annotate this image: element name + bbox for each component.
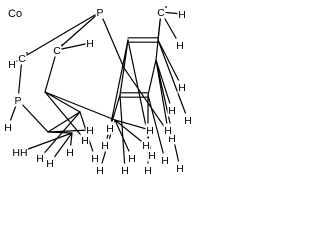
atom-label-h24: H — [160, 153, 170, 167]
atom-label-h27: H — [163, 123, 173, 137]
single-bond-line — [17, 99, 49, 133]
atom-label-h19: H — [167, 103, 177, 117]
atom-symbol: H — [101, 140, 109, 152]
atom-symbol: H — [144, 165, 152, 177]
radical-dot — [26, 52, 28, 54]
single-bond-line — [147, 94, 166, 161]
atom-symbol: H — [8, 59, 16, 71]
atom-symbol: HH — [12, 147, 27, 159]
single-bond-line — [155, 59, 169, 131]
atom-label-c1: C — [17, 51, 28, 65]
single-bond-line — [39, 111, 81, 159]
atom-symbol: H — [91, 153, 99, 165]
atom-symbol: H — [164, 125, 172, 137]
atom-symbol: H — [168, 105, 176, 117]
atom-label-h8: H — [65, 145, 75, 159]
single-bond-line — [21, 11, 101, 59]
atom-symbol: H — [146, 125, 154, 137]
radical-dot — [61, 44, 63, 46]
atom-label-h21: H — [177, 80, 187, 94]
atom-label-h16: H — [167, 131, 177, 145]
atom-label-h18: H — [143, 163, 153, 177]
atom-symbol: H — [86, 38, 94, 50]
atom-symbol: H — [176, 163, 184, 175]
single-bond-line — [119, 67, 125, 96]
single-bond-line — [44, 91, 116, 121]
atom-symbol: H — [36, 153, 44, 165]
atom-symbol: H — [178, 82, 186, 94]
atom-label-h13: H — [95, 163, 105, 177]
atom-label-h10: H — [90, 151, 100, 165]
atom-label-h12: H — [127, 151, 137, 165]
atom-label-h3: H — [3, 120, 13, 134]
atom-symbol: H — [184, 115, 192, 127]
atom-symbol: H — [4, 122, 12, 134]
single-bond-line — [47, 111, 81, 133]
atom-label-h23: H — [183, 113, 193, 127]
radical-dot — [165, 6, 167, 8]
single-bond-line — [147, 59, 157, 96]
atom-symbol: P — [14, 95, 21, 107]
atom-label-h6: H — [145, 123, 155, 137]
atom-label-h22: H — [147, 148, 157, 162]
single-bond-line — [157, 39, 183, 88]
atom-symbol: H — [142, 140, 150, 152]
single-bond-line — [17, 57, 23, 101]
atom-symbol: H — [161, 155, 169, 167]
atom-label-h11: H — [35, 151, 45, 165]
single-bond-line — [114, 119, 151, 131]
single-bond-line — [157, 39, 189, 121]
atom-label-p1: P — [95, 5, 105, 19]
atom-symbol: H — [168, 133, 176, 145]
atom-label-c2: C — [52, 43, 63, 57]
atom-label-h28: H — [141, 138, 151, 152]
atom-symbol: H — [148, 150, 156, 162]
single-bond-line — [109, 39, 129, 129]
single-bond-line — [56, 42, 91, 51]
atom-symbol: H — [178, 9, 186, 21]
atom-symbol: H — [46, 158, 54, 170]
single-bond-line — [56, 11, 101, 51]
atom-label-h7: HH — [12, 145, 28, 159]
single-bond-line — [99, 11, 125, 69]
atom-symbol: H — [96, 165, 104, 177]
atom-symbol: H — [86, 125, 94, 137]
atom-label-h1: H — [7, 57, 17, 71]
single-bond-line — [104, 94, 121, 146]
atom-label-h26: H — [105, 121, 115, 135]
atom-symbol: H — [128, 153, 136, 165]
atom-symbol: C — [18, 53, 26, 65]
single-bond-line — [155, 59, 173, 111]
atom-symbol: H — [106, 123, 114, 135]
atom-label-h9: H — [45, 156, 55, 170]
single-bond-line — [114, 119, 147, 146]
atom-label-h5: H — [175, 38, 185, 52]
atom-label-h2: H — [85, 36, 95, 50]
atom-label-h14: H — [85, 123, 95, 137]
atom-symbol: H — [66, 147, 74, 159]
single-bond-line — [44, 91, 81, 113]
atom-symbol: H — [121, 165, 129, 177]
single-bond-line — [44, 49, 58, 93]
atom-label-h15: H — [80, 133, 90, 147]
atom-label-h25: H — [100, 138, 110, 152]
atom-symbol: H — [81, 135, 89, 147]
single-bond-line — [47, 129, 91, 133]
atom-label-h20: H — [175, 161, 185, 175]
atom-symbol: P — [96, 7, 103, 19]
atom-symbol: H — [176, 40, 184, 52]
atom-label-p2: P — [13, 93, 23, 107]
atom-label-h17: H — [120, 163, 130, 177]
atom-symbol: C — [53, 45, 61, 57]
single-bond-line — [44, 91, 86, 141]
atom-symbol: C — [157, 7, 165, 19]
single-bond-line — [119, 94, 126, 171]
metal-label: Co — [8, 8, 22, 20]
atom-label-h4: H — [177, 7, 187, 21]
atom-label-c3: C — [156, 5, 167, 19]
single-bond-line — [19, 132, 73, 153]
